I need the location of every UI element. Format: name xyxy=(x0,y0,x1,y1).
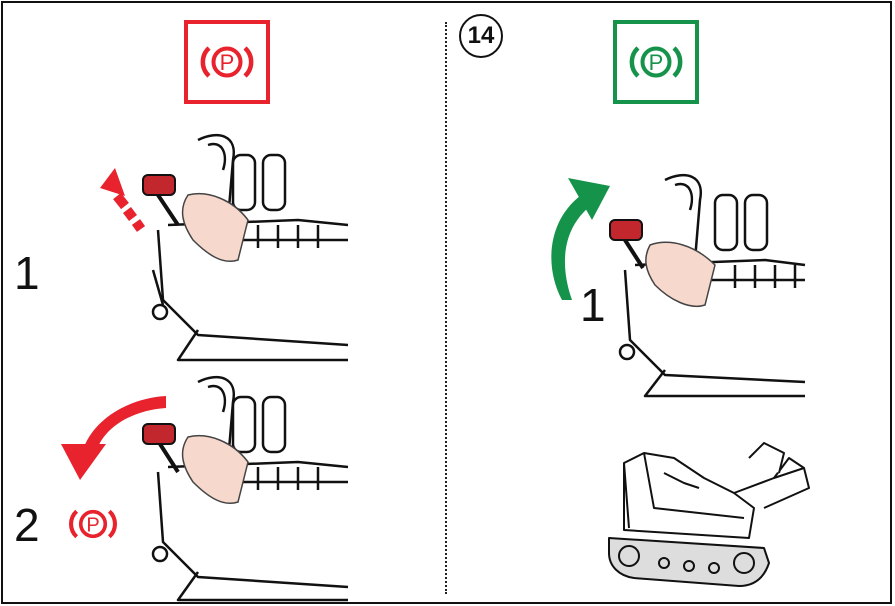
svg-text:P: P xyxy=(220,50,235,75)
pull-up-arrow-icon xyxy=(95,168,155,240)
control-console-illustration xyxy=(605,170,805,400)
panel-divider xyxy=(445,22,447,594)
push-down-arrow-icon xyxy=(56,392,176,487)
hand-illustration xyxy=(646,242,715,306)
parking-brake-icon: P xyxy=(626,40,686,84)
svg-text:P: P xyxy=(649,50,664,75)
parking-brake-engaged-badge: P xyxy=(184,20,270,104)
step-number-badge: 14 xyxy=(459,14,503,58)
tracked-dumper-icon xyxy=(604,438,814,590)
left-step-2-label: 2 xyxy=(14,502,40,548)
left-step-1-label: 1 xyxy=(14,250,40,296)
control-console-illustration xyxy=(138,130,348,365)
parking-brake-icon: P xyxy=(197,40,257,84)
right-step-1-label: 1 xyxy=(580,282,606,328)
parking-brake-icon: P xyxy=(64,504,122,544)
hand-illustration xyxy=(183,436,248,504)
svg-text:P: P xyxy=(86,514,99,536)
parking-brake-released-badge: P xyxy=(613,20,699,104)
hand-illustration xyxy=(183,194,248,262)
